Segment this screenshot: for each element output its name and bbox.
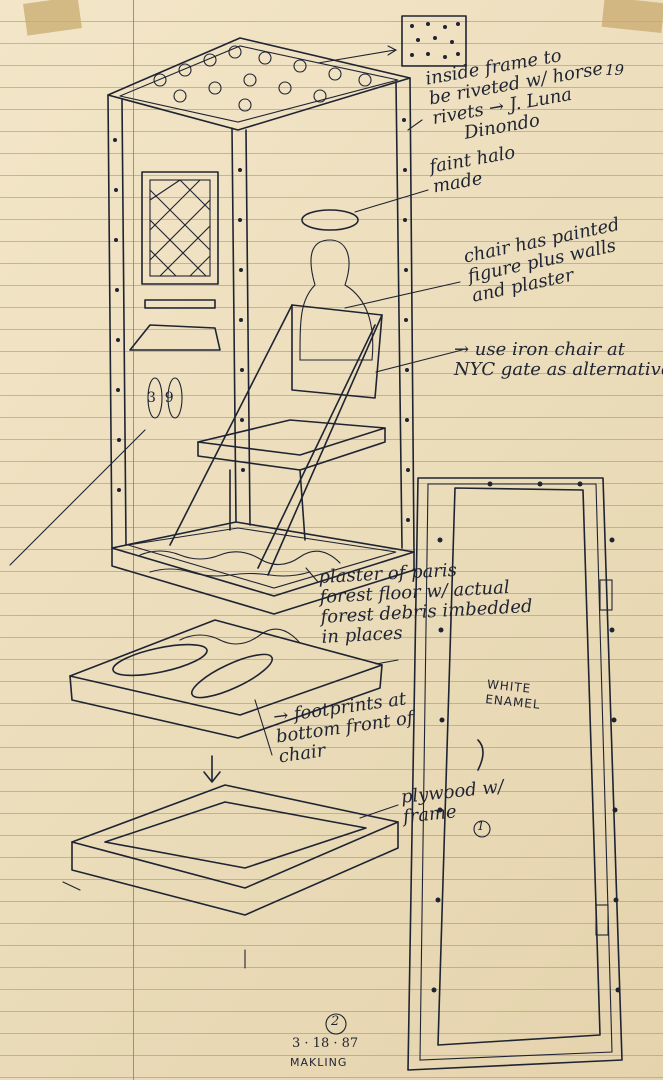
plaster-slab-sketch [69, 619, 383, 739]
circle-two-mark [325, 1013, 347, 1035]
plywood-tray-sketch [62, 784, 399, 969]
circle-one-mark [473, 820, 491, 838]
circle-one-label: 1 [477, 819, 485, 833]
tall-frame-sketch [407, 477, 623, 1071]
chair-sketch [169, 304, 386, 576]
circle-two-label: 2 [331, 1014, 340, 1029]
red-margin-line [133, 0, 134, 1080]
arrow-down-icon [203, 755, 221, 783]
booth-sketch [9, 37, 415, 615]
signature-label: MAKLING [290, 1056, 348, 1069]
dotted-square-sketch [401, 15, 467, 67]
footprint-numbers: 3 9 [147, 390, 174, 406]
date-label: 3 · 18 · 87 [292, 1036, 359, 1051]
note-plaster-floor: plaster of paris forest floor w/ actual … [317, 559, 534, 648]
note-white-enamel: WHITE ENAMEL [484, 677, 542, 712]
note-iron-chair: → use iron chair at NYC gate as alternat… [454, 339, 663, 380]
page-number: 19 [605, 61, 625, 79]
annotation-leaders [254, 45, 463, 819]
